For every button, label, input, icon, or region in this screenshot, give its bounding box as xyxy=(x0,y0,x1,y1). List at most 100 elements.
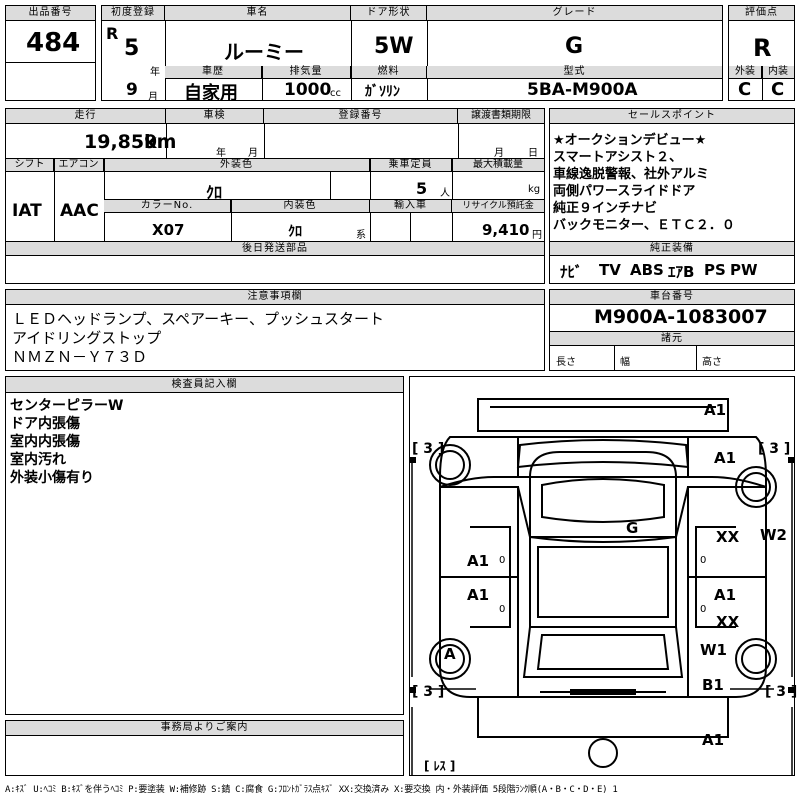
office-label: 事務局よりご案内 xyxy=(6,721,403,736)
year-unit: 年 xyxy=(150,67,160,78)
damage-code: XX xyxy=(716,613,740,631)
inspector-line: 室内汚れ xyxy=(10,452,66,468)
interior-grade: C xyxy=(771,79,785,100)
int-color-label: 内装色 xyxy=(231,200,370,213)
lot-number-label: 出品番号 xyxy=(6,6,95,21)
width-label: 幅 xyxy=(620,357,630,368)
color-label: 外装色 xyxy=(104,159,370,172)
lot-number: 484 xyxy=(26,28,81,58)
sales-points-label: セールスポイント xyxy=(550,109,794,124)
color-no-label: カラーNo. xyxy=(104,200,231,213)
damage-code: W2 xyxy=(760,526,787,544)
damage-code: A1 xyxy=(467,552,490,570)
tire-reading-rear-left: [ 3 ] xyxy=(412,684,445,700)
equipment-item: TV xyxy=(599,261,621,279)
chassis-number: M900A-1083007 xyxy=(594,306,768,328)
tire-reading-rear-right: [ 3 ] xyxy=(765,684,798,700)
capacity: 5 xyxy=(416,179,428,198)
inspection-month: 月 xyxy=(248,148,258,159)
load-label: 最大積載量 xyxy=(452,159,544,172)
history-label: 車歴 xyxy=(165,66,262,79)
equipment-item: ﾅﾋﾞ xyxy=(560,263,583,281)
equipment-item: PS xyxy=(704,261,726,279)
sales-point-line: 両側パワースライドドア xyxy=(553,184,696,199)
import-label: 輸入車 xyxy=(370,200,452,213)
notes-box: 注意事項欄 ＬＥＤヘッドランプ、スペアーキー、プッシュスタート アイドリングスト… xyxy=(5,289,545,371)
damage-code: W1 xyxy=(700,641,727,659)
lot-number-box: 出品番号 484 xyxy=(5,5,96,101)
spare-tire-label: [ ﾚｽ ] xyxy=(424,759,456,773)
score-label: 評価点 xyxy=(729,6,794,21)
sales-point-line: バックモニター、ＥＴＣ２．０ xyxy=(553,218,735,233)
dims-label: 諸元 xyxy=(550,332,794,346)
era: R xyxy=(106,24,119,43)
mileage-unit: km xyxy=(144,131,177,153)
equipment-label: 純正装備 xyxy=(550,242,794,256)
transfer-day: 日 xyxy=(528,148,538,159)
ac: AAC xyxy=(60,201,99,221)
displacement: 1000 xyxy=(284,80,332,100)
interior-color: ｸﾛ xyxy=(288,224,302,240)
sales-point-line: 車線逸脱警報、社外アルミ xyxy=(553,167,709,182)
sales-point-line: ★オークションデビュー★ xyxy=(553,133,707,148)
damage-diagram: [ 3 ] [ 3 ] [ 3 ] [ 3 ] [ ﾚｽ ] A1 A1 G A… xyxy=(409,376,798,776)
legend: A:ｷｽﾞ U:ﾍｺﾐ B:ｷｽﾞを伴うﾍｺﾐ P:要塗装 W:補修跡 S:錆 … xyxy=(5,785,618,795)
car-info-box: 初度登録 車名 ドア形状 グレード R 5 年 ルーミー 5W G 車歴 排気量… xyxy=(101,5,723,104)
int-color-unit: 系 xyxy=(356,230,366,241)
equipment-item: ｴｱB xyxy=(668,263,695,281)
color-number: X07 xyxy=(152,221,185,239)
damage-code: A1 xyxy=(467,586,490,604)
transfer-month: 月 xyxy=(494,148,504,159)
first-reg-month: 9 xyxy=(126,80,138,100)
damage-code: G xyxy=(626,519,639,537)
sales-points-box: セールスポイント ★オークションデビュー★ スマートアシスト２、 車線逸脱警報、… xyxy=(549,108,795,284)
recycle-unit: 円 xyxy=(532,230,542,241)
score-box: 評価点 R 外装 内装 C C xyxy=(728,5,795,101)
inspection-label: 車検 xyxy=(166,109,264,124)
inspection-year: 年 xyxy=(216,148,226,159)
capacity-unit: 人 xyxy=(440,188,450,199)
model: 5BA-M900A xyxy=(527,80,638,100)
equipment-item: PW xyxy=(730,261,758,279)
inspector-line: 室内内張傷 xyxy=(10,434,80,450)
notes-label: 注意事項欄 xyxy=(6,290,544,305)
sales-point-line: 純正９インチナビ xyxy=(553,201,658,216)
damage-code: A1 xyxy=(704,401,727,419)
length-label: 長さ xyxy=(556,357,576,368)
door-label: ドア形状 xyxy=(351,6,427,21)
interior-label: 内装 xyxy=(762,66,794,79)
equipment-item: ABS xyxy=(630,261,664,279)
inspector-box: 検査員記入欄 センターピラーW ドア内張傷 室内内張傷 室内汚れ 外装小傷有り xyxy=(5,376,404,715)
inspector-line: センターピラーW xyxy=(10,398,124,414)
car-outline xyxy=(410,398,794,775)
displacement-unit: cc xyxy=(330,88,341,99)
car-name: ルーミー xyxy=(224,40,304,64)
damage-code: A1 xyxy=(702,731,725,749)
fuel: ｶﾞｿﾘﾝ xyxy=(365,84,400,100)
load-unit: kg xyxy=(528,184,541,195)
damage-code: XX xyxy=(716,528,740,546)
chassis-box: 車台番号 M900A-1083007 諸元 長さ 幅 高さ xyxy=(549,289,795,371)
inspector-label: 検査員記入欄 xyxy=(6,377,403,393)
notes-line: アイドリングストップ xyxy=(12,329,162,347)
car-name-label: 車名 xyxy=(165,6,351,21)
transfer-label: 譲渡書類期限 xyxy=(458,109,544,124)
recycle-label: リサイクル預託金 xyxy=(452,200,544,213)
inspector-line: 外装小傷有り xyxy=(10,470,94,486)
capacity-label: 乗車定員 xyxy=(370,159,452,172)
damage-code: A1 xyxy=(714,449,737,467)
tire-reading-front-left: [ 3 ] xyxy=(412,441,445,457)
month-unit: 月 xyxy=(148,92,158,103)
exterior-grade: C xyxy=(738,79,752,100)
reg-no-label: 登録番号 xyxy=(264,109,458,124)
later-parts-label: 後日発送部品 xyxy=(6,242,544,256)
office-box: 事務局よりご案内 xyxy=(5,720,404,776)
recycle-fee: 9,410 xyxy=(482,221,530,239)
shift-label: シフト xyxy=(6,159,54,172)
displacement-label: 排気量 xyxy=(262,66,351,79)
mileage: 19,859 xyxy=(84,131,158,153)
exterior-label: 外装 xyxy=(729,66,762,79)
notes-line: ＬＥＤヘッドランプ、スペアーキー、プッシュスタート xyxy=(12,310,385,328)
grade-label: グレード xyxy=(427,6,722,21)
inspector-line: ドア内張傷 xyxy=(10,416,80,432)
